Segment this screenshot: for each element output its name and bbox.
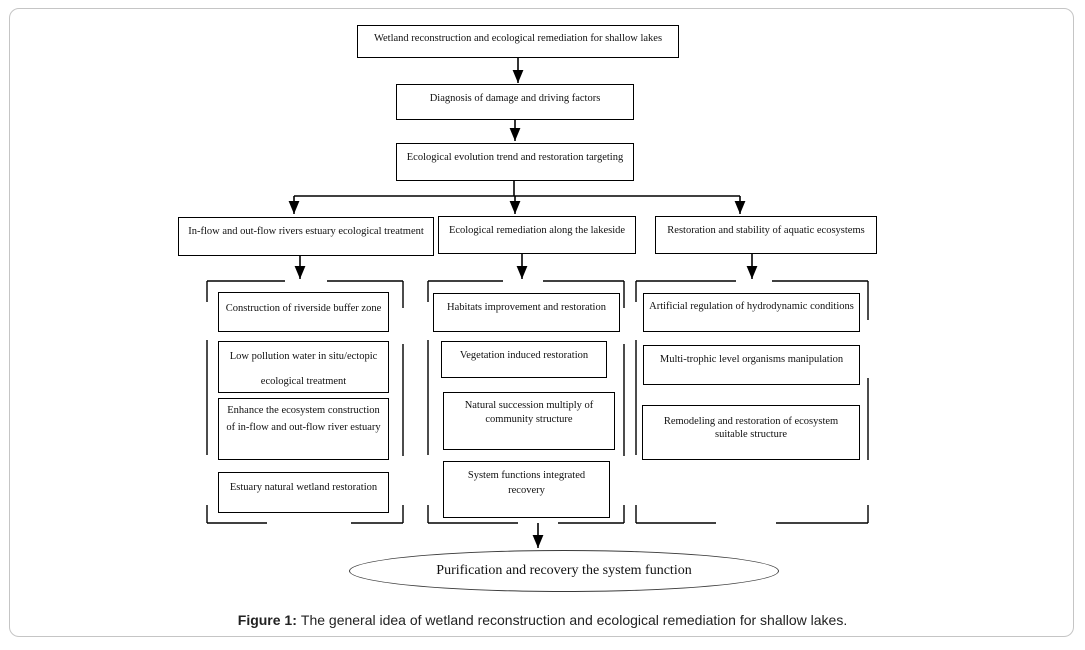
node-middle-habitats: Habitats improvement and restoration xyxy=(433,293,620,332)
node-left-low-pollution: Low pollution water in situ/ectopic ecol… xyxy=(218,341,389,393)
figure-caption: Figure 1:The general idea of wetland rec… xyxy=(0,612,1085,628)
node-right-remodeling: Remodeling and restoration of ecosystem … xyxy=(642,405,860,460)
node-right-multitrophic: Multi-trophic level organisms manipulati… xyxy=(643,345,860,385)
figure-caption-text: The general idea of wetland reconstructi… xyxy=(300,612,848,628)
node-left-enhance-ecosystem: Enhance the ecosystem construction of in… xyxy=(218,398,389,460)
terminal-ellipse: Purification and recovery the system fun… xyxy=(349,550,779,592)
node-root: Wetland reconstruction and ecological re… xyxy=(357,25,679,58)
node-right-hydrodynamic: Artificial regulation of hydrodynamic co… xyxy=(643,293,860,332)
figure-caption-label: Figure 1: xyxy=(237,612,297,628)
node-branch-inflow-outflow: In-flow and out-flow rivers estuary ecol… xyxy=(178,217,434,256)
node-branch-lakeside: Ecological remediation along the lakesid… xyxy=(438,216,636,254)
node-evolution-targeting: Ecological evolution trend and restorati… xyxy=(396,143,634,181)
node-left-estuary-wetland: Estuary natural wetland restoration xyxy=(218,472,389,513)
node-middle-succession: Natural succession multiply of community… xyxy=(443,392,615,450)
node-middle-system-functions: System functions integrated recovery xyxy=(443,461,610,518)
terminal-label: Purification and recovery the system fun… xyxy=(436,563,692,578)
node-middle-vegetation: Vegetation induced restoration xyxy=(441,341,607,378)
node-left-buffer-zone: Construction of riverside buffer zone xyxy=(218,292,389,332)
node-diagnosis: Diagnosis of damage and driving factors xyxy=(396,84,634,120)
node-branch-aquatic: Restoration and stability of aquatic eco… xyxy=(655,216,877,254)
figure-frame xyxy=(9,8,1074,637)
group-brackets xyxy=(206,280,869,524)
